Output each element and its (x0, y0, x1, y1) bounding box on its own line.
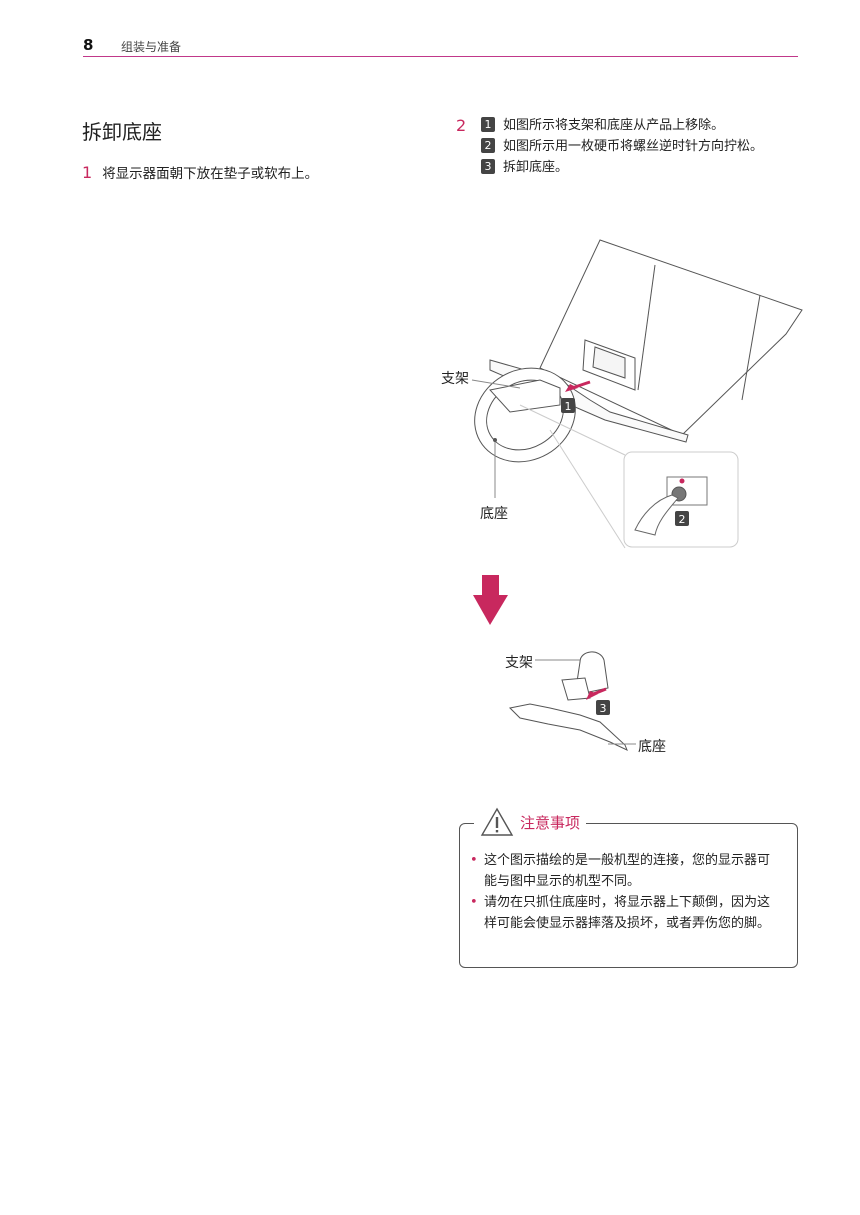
substep-text: 和 (594, 118, 608, 133)
callout-badges: 1 2 3 (561, 398, 689, 715)
label-base-bottom: 底座 (638, 739, 666, 755)
caution-box (459, 823, 798, 968)
stand-removal-illustration: 1 2 3 (471, 239, 803, 751)
badge-1: 1 (565, 400, 572, 413)
badge-3: 3 (600, 702, 607, 715)
caution-item: 请勿在只抓住底座时，将显示器上下颠倒，因为这样可能会使显示器摔落及损坏，或者弄伤… (470, 892, 780, 934)
substep-text: 如图所示将 (503, 118, 569, 133)
substep-2: 2 如图所示用一枚硬币将螺丝逆时针方向拧松。 (481, 137, 763, 157)
label-stand-top: 支架 (441, 371, 469, 387)
step-badge: 2 (481, 138, 495, 153)
step-badge: 1 (481, 117, 495, 132)
substep-text: 从产品上移除。 (633, 118, 725, 133)
step-2-number: 2 (456, 116, 467, 135)
label-base-top: 底座 (480, 506, 508, 522)
substep-term: 底座 (607, 118, 634, 133)
step-number: 1 (82, 163, 93, 182)
substep-text: 拆卸底座。 (503, 160, 569, 175)
caution-item: 这个图示描绘的是一般机型的连接，您的显示器可能与图中显示的机型不同。 (470, 850, 780, 892)
step-badge: 3 (481, 159, 495, 174)
section-title: 拆卸底座 (82, 120, 162, 144)
substep-text: 如图所示用一枚硬币将螺丝逆时针方向拧松。 (503, 139, 764, 154)
section-name: 组装与准备 (121, 40, 182, 54)
page-header: 8 组装与准备 (83, 36, 798, 57)
page-number: 8 (83, 36, 94, 54)
step-1: 1 将显示器面朝下放在垫子或软布上。 (82, 162, 318, 185)
label-stand-bottom: 支架 (505, 655, 533, 671)
caution-header: 注意事项 (474, 802, 587, 842)
caution-list: 这个图示描绘的是一般机型的连接，您的显示器可能与图中显示的机型不同。 请勿在只抓… (470, 850, 780, 934)
warning-triangle-icon (480, 807, 514, 836)
substep-3: 3 拆卸底座。 (481, 158, 568, 178)
stand-and-base-drawing (508, 651, 636, 751)
badge-2: 2 (679, 513, 686, 526)
step-text: 将显示器面朝下放在垫子或软布上。 (102, 166, 319, 182)
caution-title: 注意事项 (520, 813, 581, 832)
substep-term: 支架 (568, 118, 595, 133)
substep-1: 1 如图所示将支架和底座从产品上移除。 (481, 116, 724, 136)
direction-arrows (473, 380, 685, 700)
